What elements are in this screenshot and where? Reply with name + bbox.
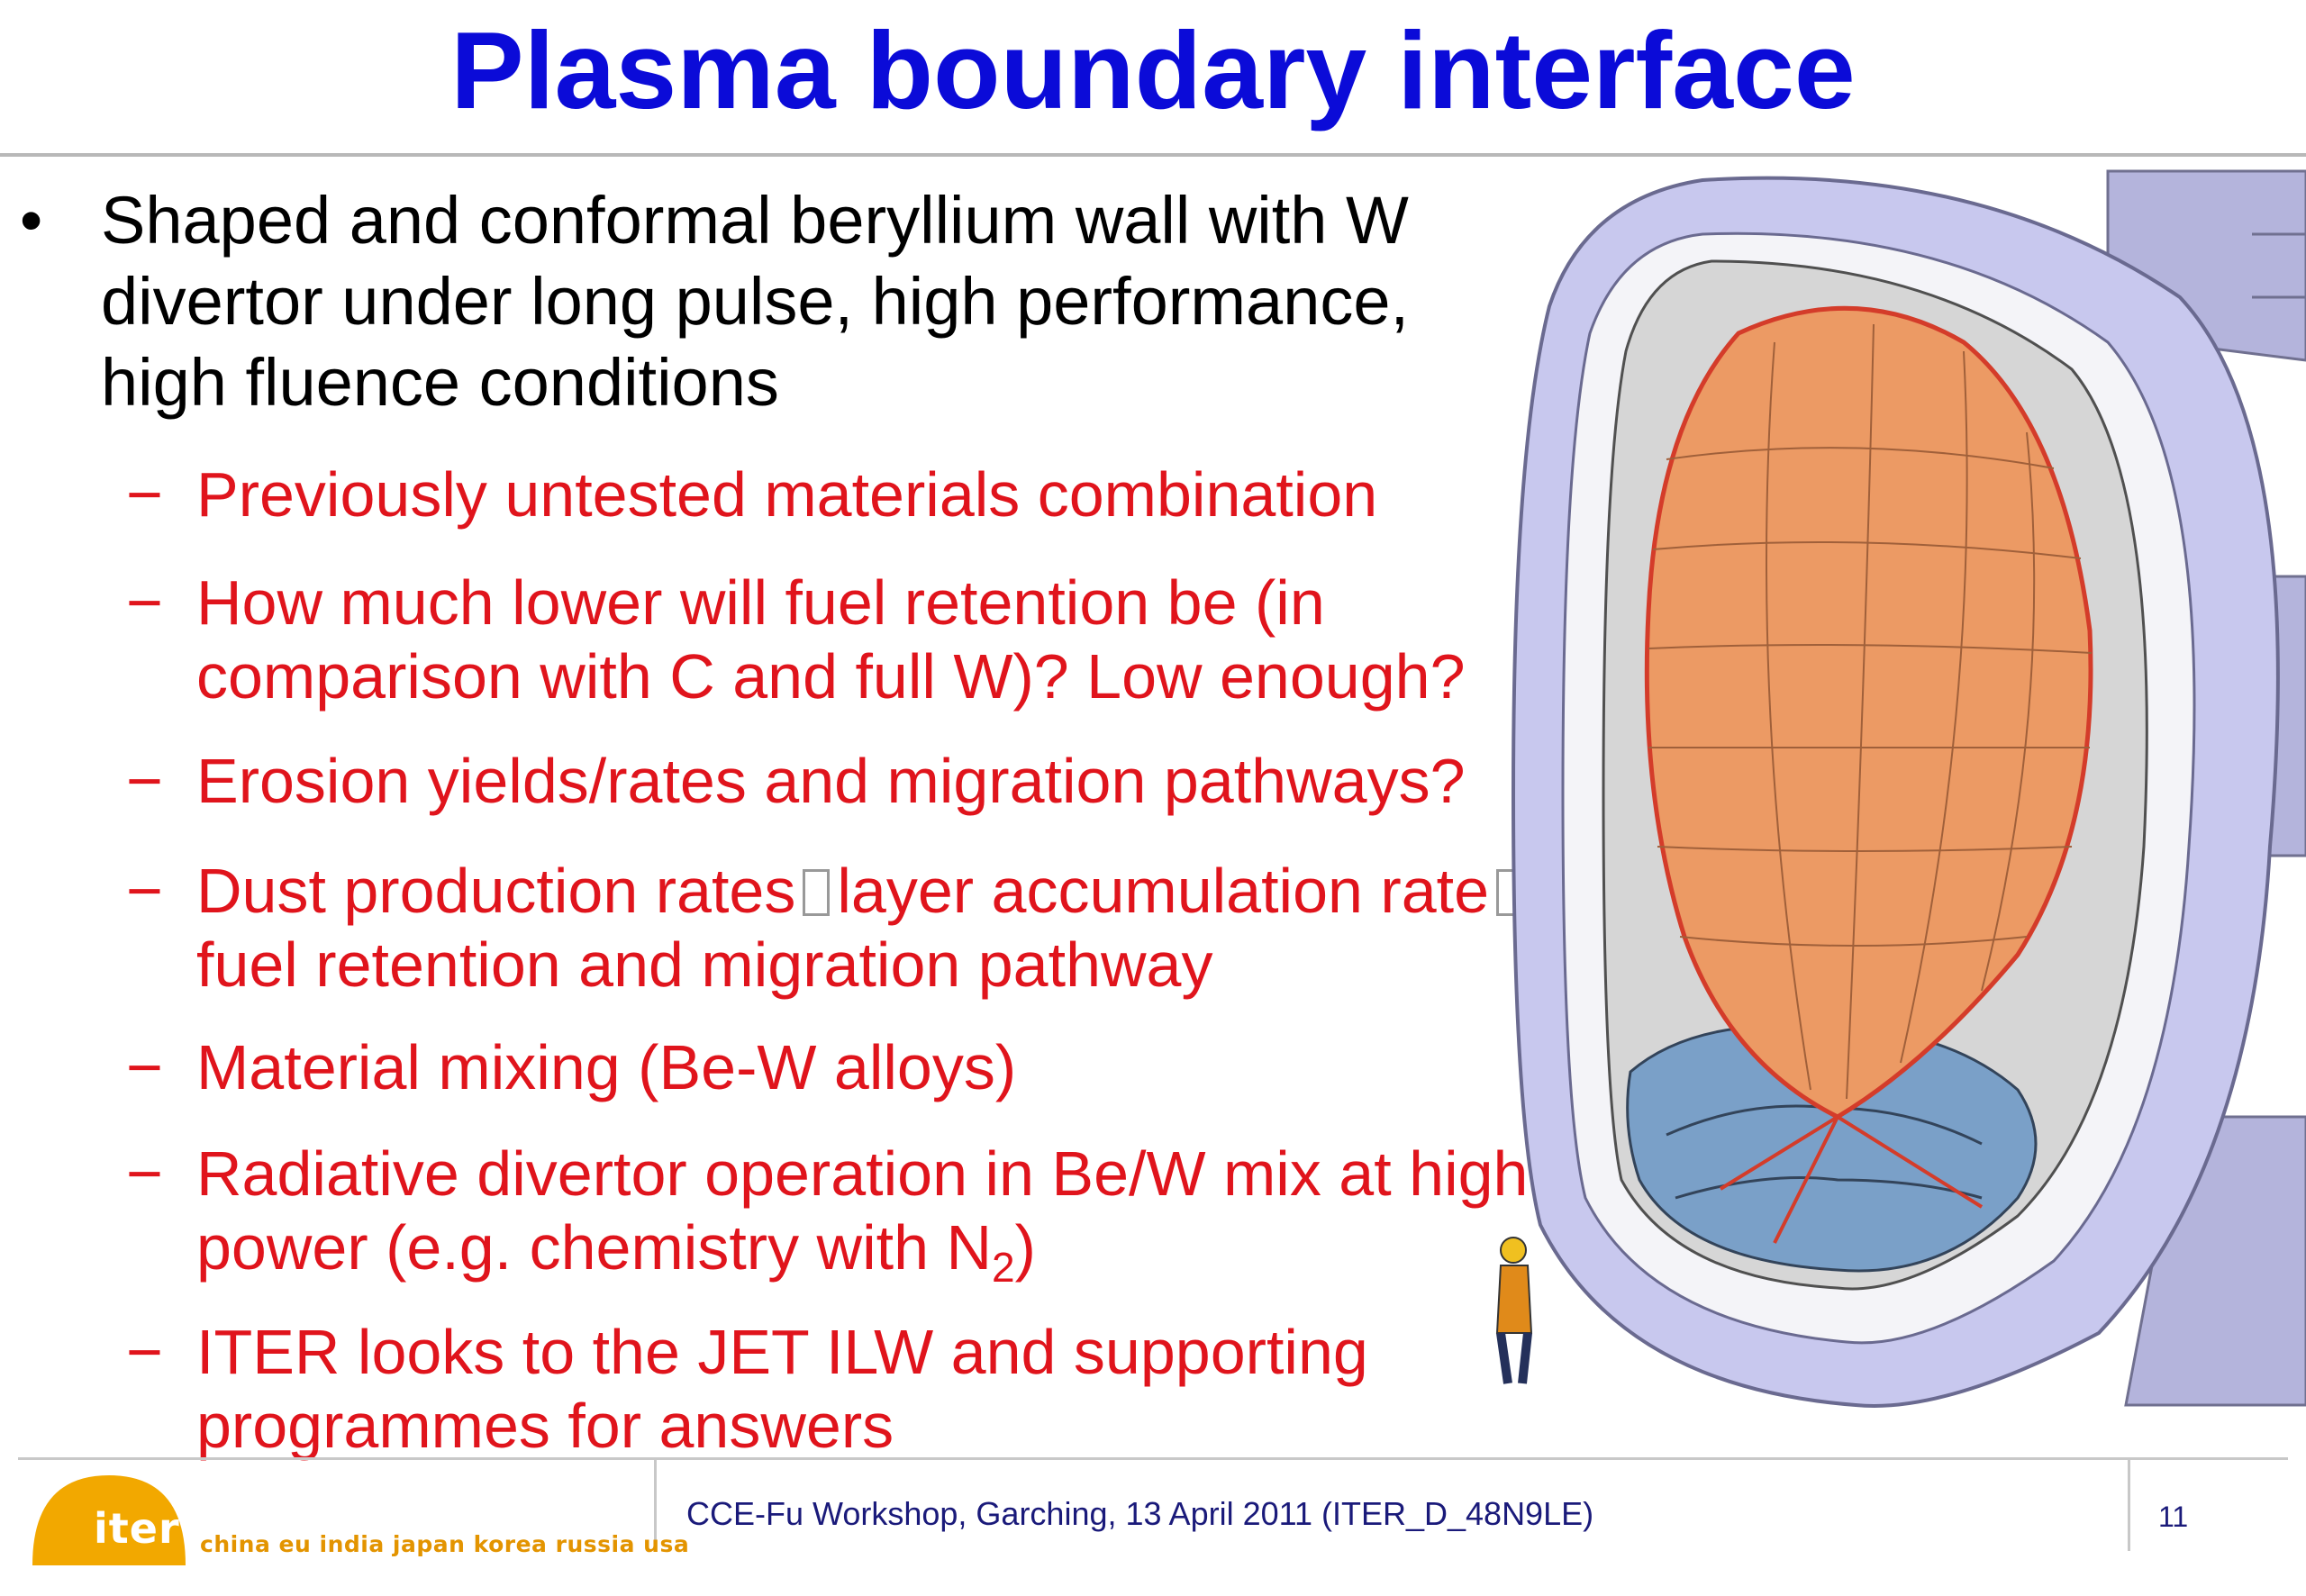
separatrix-lines (1719, 1115, 1984, 1244)
missing-glyph-box (803, 869, 831, 916)
iter-logo (32, 1475, 186, 1565)
dash-marker: − (126, 746, 163, 816)
sub-bullet-text: Dust production rates layer accumulation … (196, 854, 1548, 1002)
main-bullet-text: Shaped and conformal beryllium wall with… (101, 183, 1410, 420)
sub-bullet-text: How much lower will fuel retention be (i… (196, 567, 1466, 712)
iter-logo-countries: china eu india japan korea russia usa (200, 1531, 690, 1557)
sub-bullet-text: ITER looks to the JET ILW and supporting… (196, 1317, 1368, 1461)
footer-separator-right (2128, 1457, 2130, 1551)
dash-marker: − (126, 459, 163, 530)
dash-marker: − (126, 1032, 163, 1102)
sub-bullet-text-part: fuel retention and migration pathway (196, 929, 1213, 1000)
footer-citation: CCE-Fu Workshop, Garching, 13 April 2011… (686, 1495, 1594, 1532)
dash-marker: − (126, 1317, 163, 1387)
slide-content: • Shaped and conformal beryllium wall wi… (20, 183, 1528, 1461)
dash-marker: − (126, 856, 163, 926)
subscript: 2 (992, 1244, 1015, 1291)
iter-logo-sun (32, 1475, 186, 1565)
sub-bullet-text: Erosion yields/rates and migration pathw… (196, 746, 1466, 816)
sub-bullet-text-part: Dust production rates (196, 856, 796, 926)
plasma-region (1644, 305, 2093, 1120)
bullet-marker: • (20, 185, 43, 257)
plasma-grid (1648, 323, 2093, 1100)
dash-marker: − (126, 567, 163, 638)
human-scale-figure (1495, 1237, 1533, 1384)
dash-marker: − (126, 1138, 163, 1209)
sub-bullet-text: Radiative divertor operation in Be/W mix… (196, 1137, 1548, 1288)
slide-title: Plasma boundary interface (450, 9, 1856, 131)
footer-separator-left (654, 1457, 657, 1551)
sub-bullet-text-part: ) (1014, 1212, 1036, 1283)
sub-bullet-text-part: layer accumulation rate (837, 856, 1490, 926)
sub-bullet-text: Material mixing (Be-W alloys) (196, 1032, 1017, 1102)
footer-divider (18, 1457, 2288, 1460)
title-divider (0, 153, 2306, 157)
sub-bullet-text: Previously untested materials combinatio… (196, 459, 1378, 530)
sub-bullet-text-part: Radiative divertor operation in Be/W mix… (196, 1138, 1529, 1283)
tokamak-cross-section-figure (1495, 169, 2306, 1408)
iter-logo-word: iter (94, 1504, 180, 1553)
page-number: 11 (2158, 1501, 2189, 1533)
